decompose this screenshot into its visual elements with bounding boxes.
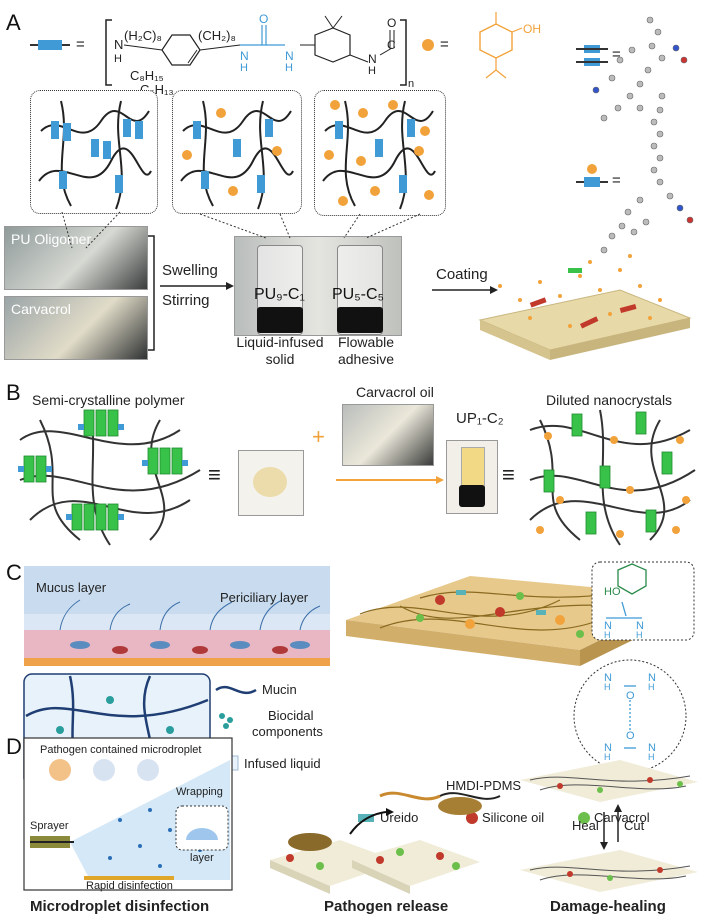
callout-dimer-h2: H [648, 682, 655, 692]
callout-dimer-h1: H [604, 682, 611, 692]
photo-semicrystalline-powder [238, 450, 304, 516]
molecular-model-dimer-icon [576, 45, 608, 66]
callout-ho: HO [604, 586, 621, 598]
chain-symbol-icon [30, 40, 70, 50]
formula-o2: O [387, 16, 397, 30]
photo-vials [234, 236, 402, 336]
photo-carvacrol: Carvacrol [4, 296, 148, 360]
formula-nh1-n: N [240, 49, 249, 63]
molecular-model-complex-icon [600, 106, 694, 254]
formula-nh3-n: N [368, 52, 377, 66]
formula-equals-1: = [76, 36, 85, 53]
callout-nh-n2: N [636, 620, 644, 632]
formula-h-left: H [114, 53, 122, 65]
formula-c: C [387, 38, 396, 52]
d-sprayer-label: Sprayer [30, 820, 69, 832]
formula-n-subscript: n [408, 78, 415, 90]
panel-b-letter: B [6, 380, 21, 405]
network-bubble-2 [172, 90, 302, 214]
process-coating: Coating [436, 266, 488, 283]
formula-oh: OH [523, 22, 541, 36]
panel-b-left-title: Semi-crystalline polymer [32, 392, 185, 408]
formula-nh1-h: H [240, 62, 248, 74]
vial-1-label: PU₉-C₁ [254, 286, 305, 303]
legend-carvacrol: Carvacrol [594, 810, 650, 825]
vial-1-caption-line1: Liquid-infused [236, 334, 324, 350]
panel-b-plus: + [312, 424, 325, 449]
callout-dimer-n4: N [648, 742, 656, 754]
formula-n-left: N [114, 37, 124, 52]
mucus-layer-label: Mucus layer [36, 580, 107, 595]
formula-c8h15: C₈H₁₅ [130, 68, 164, 83]
d-wrapping-line2: layer [190, 852, 214, 864]
formula-nh3-h: H [368, 65, 376, 77]
photo-carvacrol-oil [342, 404, 434, 466]
panel-c-letter: C [6, 560, 22, 585]
d-box-title: Pathogen contained microdroplet [40, 744, 202, 756]
vial-1-caption-line2: solid [265, 351, 295, 367]
d-caption-pathogen: Pathogen release [324, 898, 449, 915]
d-rapid-label: Rapid disinfection [86, 880, 173, 892]
vial-2-label: PU₅-C₅ [332, 286, 384, 303]
legend-hmdi-pdms: HMDI-PDMS [446, 778, 522, 793]
periciliary-layer-label: Periciliary layer [220, 590, 309, 605]
panel-a-letter: A [6, 10, 21, 35]
d-caption-healing: Damage-healing [550, 898, 666, 915]
callout-nh-n1: N [604, 620, 612, 632]
carvacrol-chain-symbol-icon [576, 164, 608, 187]
network-bubble-3 [314, 90, 446, 216]
process-stirring: Stirring [162, 292, 210, 309]
d-wrapping-line1: Wrapping [176, 786, 223, 798]
vial-2-caption-line1: Flowable [337, 334, 395, 350]
photo-label-carvacrol: Carvacrol [11, 301, 71, 317]
legend-infused-liquid: Infused liquid [244, 756, 321, 771]
legend-biocidal-2: components [252, 724, 323, 739]
carvacrol-symbol-icon [422, 39, 434, 51]
callout-dimer-n3: N [604, 742, 612, 754]
legend-biocidal-1: Biocidal [268, 708, 314, 723]
d-cut-label: Cut [624, 818, 645, 833]
formula-equals-2: = [440, 36, 449, 53]
d-heal-label: Heal [572, 818, 599, 833]
callout-o-bottom: O [626, 730, 635, 742]
formula-equals-4: = [612, 172, 621, 189]
photo-pu-oligomer: PU Oligomer [4, 226, 148, 290]
callout-dimer-n1: N [604, 672, 612, 684]
molecular-model-structure-icon [592, 16, 688, 122]
callout-dimer-n2: N [648, 672, 656, 684]
formula-equals-3: = [612, 46, 621, 63]
formula-o1: O [259, 12, 269, 26]
d-caption-microdroplet: Microdroplet disinfection [30, 898, 210, 915]
callout-dimer-h3: H [604, 752, 611, 762]
callout-nh-h2: H [636, 630, 643, 640]
panel-b-equiv-2: ≡ [502, 462, 515, 487]
panel-b-equiv-1: ≡ [208, 462, 221, 487]
vial-2-caption-line2: adhesive [337, 351, 395, 367]
legend-mucin: Mucin [262, 682, 297, 697]
panel-d-letter: D [6, 734, 22, 759]
formula-nh2-n: N [285, 49, 294, 63]
formula-nh2-h: H [285, 62, 293, 74]
callout-o-top: O [626, 690, 635, 702]
callout-nh-h1: H [604, 630, 611, 640]
panel-b-vial-label: UP₁-C₂ [456, 410, 504, 427]
legend-silicone-oil: Silicone oil [482, 810, 545, 825]
network-bubble-1 [30, 90, 158, 214]
formula-ch2-right: (CH₂)₈ [198, 28, 236, 43]
process-swelling: Swelling [162, 262, 218, 279]
panel-b-right-title: Diluted nanocrystals [546, 392, 673, 408]
callout-dimer-h4: H [648, 752, 655, 762]
photo-up-vial [446, 440, 498, 514]
panel-b-oil-label: Carvacrol oil [356, 384, 434, 400]
formula-ch2-left: (H₂C)₈ [124, 28, 162, 43]
